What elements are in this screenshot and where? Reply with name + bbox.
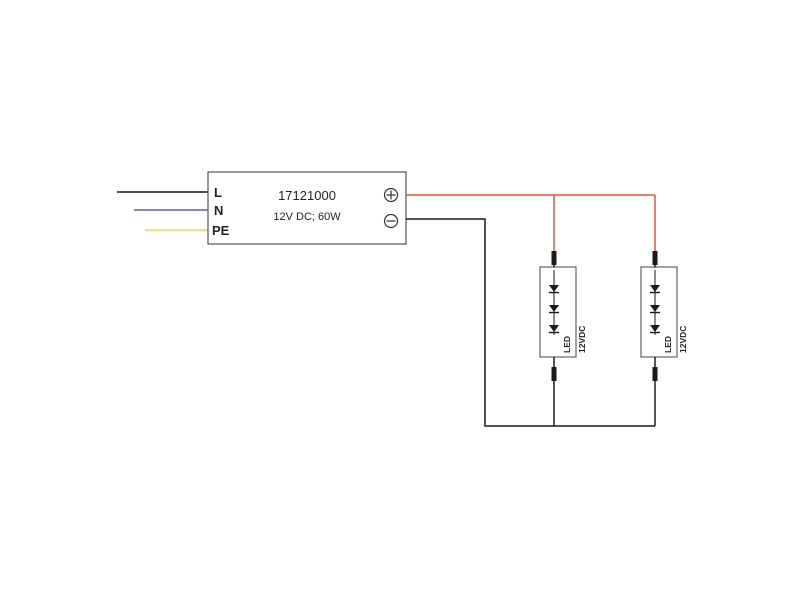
positive-wire — [406, 194, 656, 256]
led-diode-icon — [650, 285, 660, 294]
led-diode-icon — [549, 305, 559, 314]
led-module: LED 12VDC — [640, 251, 688, 381]
terminal-n-label: N — [214, 203, 223, 218]
terminal-pe-label: PE — [212, 223, 230, 238]
led-diode-icon — [650, 305, 660, 314]
driver-model: 17121000 — [278, 188, 336, 203]
led-module-label: LED — [663, 336, 673, 353]
driver-rating: 12V DC; 60W — [273, 211, 341, 223]
led-module-label: LED — [562, 336, 572, 353]
negative-wire — [406, 218, 656, 427]
led-driver: L N PE 17121000 12V DC; 60W — [207, 171, 407, 245]
negative-terminal-icon — [383, 213, 399, 229]
positive-terminal-icon — [383, 187, 399, 203]
led-diode-icon — [549, 325, 559, 334]
led-module-voltage: 12VDC — [577, 326, 587, 353]
led-diode-icon — [549, 285, 559, 294]
led-module: LED 12VDC — [539, 251, 587, 381]
terminal-l-label: L — [214, 185, 222, 200]
led-module-voltage: 12VDC — [678, 326, 688, 353]
led-diode-icon — [650, 325, 660, 334]
